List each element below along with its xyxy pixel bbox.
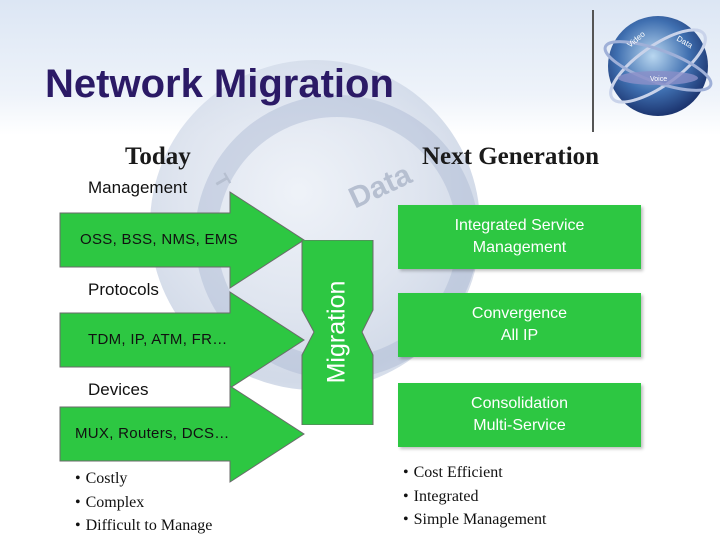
- migration-label: Migration: [322, 280, 351, 384]
- management-label: Management: [88, 178, 188, 197]
- next-gen-box-line: Multi-Service: [473, 417, 566, 434]
- today-drawbacks-list: Costly Complex Difficult to Manage: [75, 467, 213, 538]
- logo-word: Voice: [650, 76, 667, 83]
- management-arrow-text: OSS, BSS, NMS, EMS: [80, 231, 238, 248]
- next-gen-box-line: Management: [472, 239, 567, 256]
- devices-label: Devices: [88, 380, 149, 399]
- next-gen-box-line: Convergence: [471, 305, 568, 322]
- list-item: Simple Management: [403, 508, 547, 532]
- next-gen-box-line: Consolidation: [471, 395, 568, 412]
- next-gen-box-line: Integrated Service: [454, 217, 585, 234]
- column-heading-today: Today: [125, 143, 191, 170]
- list-item: Integrated: [403, 485, 546, 509]
- list-item: Difficult to Manage: [75, 514, 213, 538]
- protocols-label: Protocols: [88, 280, 159, 299]
- migration-double-arrow: [301, 240, 374, 425]
- management-arrow: [59, 191, 305, 289]
- column-heading-next-generation: Next Generation: [422, 143, 600, 170]
- list-item: Costly: [75, 467, 212, 491]
- header-divider-line: [592, 10, 594, 132]
- protocols-arrow: [59, 291, 305, 389]
- next-gen-box-management: Integrated Service Management: [398, 205, 641, 269]
- next-gen-box-protocols: Convergence All IP: [398, 293, 641, 357]
- page-title: Network Migration: [45, 62, 394, 106]
- protocols-arrow-text: TDM, IP, ATM, FR…: [88, 331, 228, 348]
- list-item: Complex: [75, 491, 212, 515]
- next-gen-box-line: All IP: [500, 327, 539, 344]
- next-gen-benefits-list: Cost Efficient Integrated Simple Managem…: [403, 461, 547, 532]
- next-gen-box-devices: Consolidation Multi-Service: [398, 383, 641, 447]
- globe-logo-icon: Video Data Voice: [603, 16, 713, 116]
- devices-arrow: [59, 385, 305, 483]
- devices-arrow-text: MUX, Routers, DCS…: [75, 425, 230, 442]
- list-item: Cost Efficient: [403, 461, 546, 485]
